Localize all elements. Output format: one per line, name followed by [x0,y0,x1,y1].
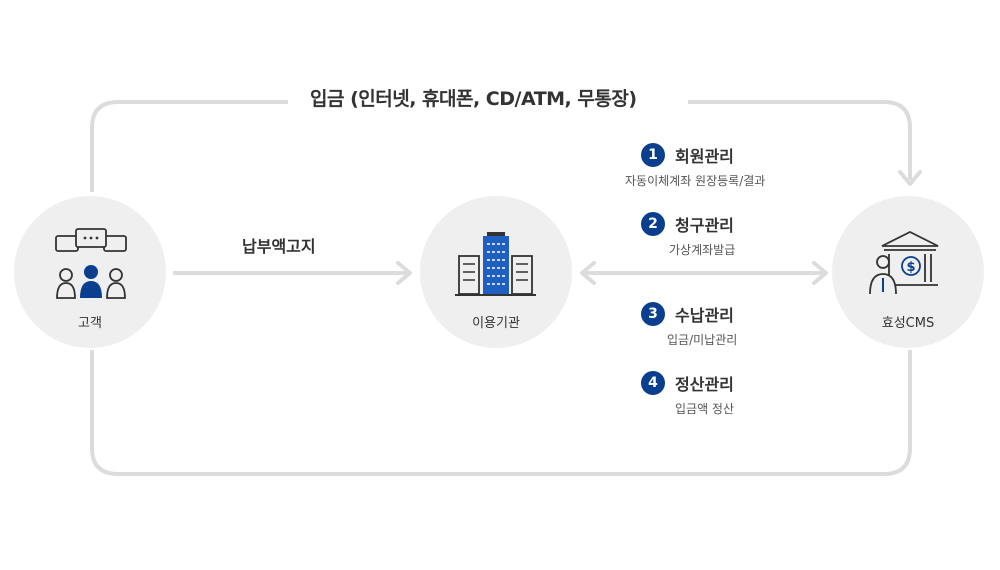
step-badge: 1 [641,143,665,167]
step-settlement-management: 4 정산관리 [641,371,734,395]
step-member-management: 1 회원관리 [641,143,734,167]
exchange-arrow-left-head [580,261,596,285]
step-badge: 3 [641,302,665,326]
step-desc: 가상계좌발급 [669,243,736,257]
cms-node [832,196,984,348]
step-title: 정산관리 [675,375,734,394]
notice-arrow-head [396,261,412,285]
step-desc: 입금액 정산 [675,402,735,416]
settlement-loop-line [90,350,912,476]
customer-label: 고객 [78,316,102,331]
bank-person-icon: $ [869,230,939,295]
step-desc: 자동이체계좌 원장등록/결과 [625,174,766,188]
step-badge: 4 [641,371,665,395]
step-collection-management: 3 수납관리 [641,302,734,326]
step-title: 수납관리 [675,306,734,325]
step-title: 청구관리 [675,216,734,235]
svg-text:$: $ [906,260,915,275]
cms-label: 효성CMS [881,316,935,331]
billing-notice-label: 납부액고지 [242,237,316,256]
step-title: 회원관리 [675,147,734,166]
exchange-arrow-right-head [812,261,828,285]
deposit-title: 입금 (인터넷, 휴대폰, CD/ATM, 무통장) [310,88,637,110]
step-desc: 입금/미납관리 [667,333,738,347]
step-badge: 2 [641,212,665,236]
buildings-icon [455,232,536,296]
people-chat-icon [55,228,127,299]
step-billing-management: 2 청구관리 [641,212,734,236]
institution-label: 이용기관 [472,316,520,331]
deposit-flow-line [90,100,912,192]
deposit-arrow-head [898,170,922,186]
